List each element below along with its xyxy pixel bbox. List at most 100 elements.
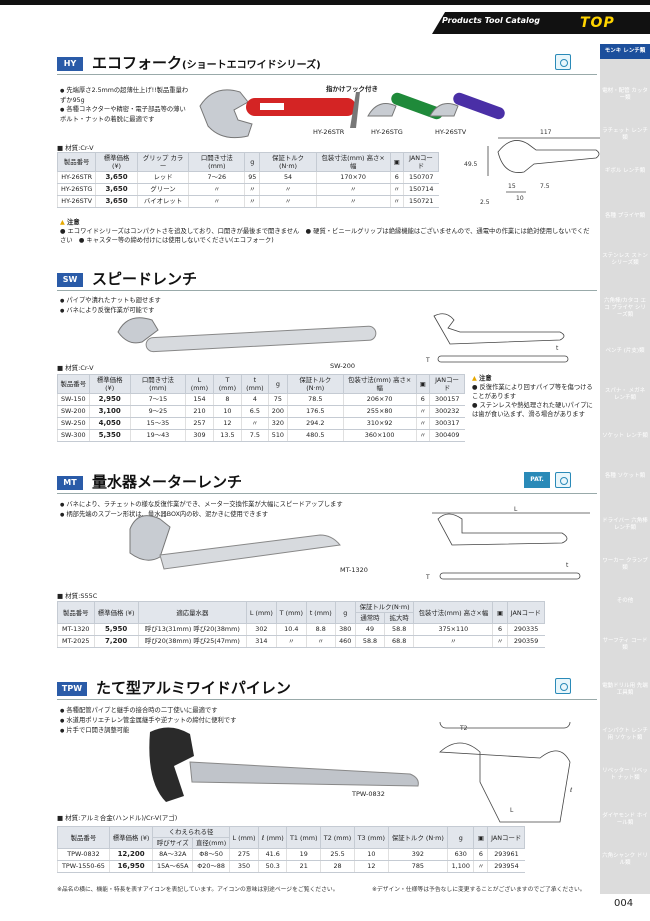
cell: 380 <box>334 623 356 636</box>
col-header: 包装寸法(mm) 高さ×幅 <box>315 152 391 172</box>
cell: 6 <box>473 848 488 861</box>
sidebar-index: モンキ レンチ類電材・配管 カッター類ラチェット レンチ類ギボル レンチ類各種 … <box>600 44 650 894</box>
bullet-item: 柄部先端のスプーン形状は、量水器BOX内の砂、泥かきに使用できます <box>60 510 480 520</box>
cell: 58.8 <box>354 635 385 648</box>
cell: 〃 <box>415 429 430 442</box>
sidebar-item[interactable]: 電動ドリル用 先端工具類 <box>602 683 648 696</box>
cell: 28 <box>320 860 355 873</box>
mt-product-image: L T t <box>129 506 590 581</box>
sidebar-item[interactable]: モンキ レンチ類 <box>600 44 650 59</box>
section-rule <box>57 493 597 494</box>
material-mt: 材質:S55C <box>57 590 97 600</box>
sidebar-item[interactable]: ステンレス ストン シリーズ類 <box>602 253 648 266</box>
sidebar-item[interactable]: ワーカー クランプ類 <box>602 558 648 571</box>
section-title-sw: スピードレンチ <box>92 270 198 288</box>
sidebar-item[interactable]: 六角棒/カタコ エコ プライヤ シリーズ類 <box>603 298 647 318</box>
warning-icon: ▲ <box>60 219 65 226</box>
sidebar-item[interactable]: スパナ・ メガネ レンチ類 <box>604 388 646 401</box>
caution-item: ● 反復作業により回すパイプ等を傷つけることがあります <box>472 384 593 400</box>
cell: 154 <box>185 393 214 406</box>
col-header: T2 (mm) <box>320 826 355 849</box>
cell: 41.6 <box>258 848 287 861</box>
table-header-row: 製品番号 標準価格 (¥) グリップ カラー 口開き寸法 (mm) g 保証トル… <box>56 152 440 172</box>
sidebar-item[interactable]: リベッター リベット ナット類 <box>602 768 648 781</box>
cell: 275 <box>228 848 259 861</box>
cell: 630 <box>447 848 474 861</box>
cell: 309 <box>185 429 214 442</box>
caution-title-text: 注意 <box>67 219 80 226</box>
col-header: グリップ カラー <box>136 152 190 172</box>
sidebar-item[interactable]: ギボル レンチ類 <box>604 168 646 174</box>
footer-note-left: ※品名の横に、機能・特長を表すアイコンを表記しています。アイコンの意味は別途ペー… <box>57 887 339 893</box>
spec-table-hy: 製品番号 標準価格 (¥) グリップ カラー 口開き寸法 (mm) g 保証トル… <box>56 152 440 208</box>
col-header: g <box>267 374 288 394</box>
cell: Φ8〜50 <box>192 848 230 861</box>
cell: 300157 <box>429 393 465 406</box>
catalog-title: Products Tool Catalog <box>442 16 540 25</box>
cell: 294.2 <box>286 417 344 430</box>
cell: 68.8 <box>384 635 414 648</box>
sidebar-item[interactable]: 各種 プライヤ類 <box>604 213 646 219</box>
sidebar-item[interactable]: その他 <box>616 598 634 604</box>
table-header-row: 製品番号 標準価格 (¥) くわえられる径 L (mm) ℓ (mm) T1 (… <box>57 826 525 849</box>
table-subheader-row: 呼びサイズ 直径(mm) <box>58 837 525 849</box>
col-header: 標準価格 (¥) <box>88 374 131 394</box>
cell: 〃 <box>244 183 260 196</box>
cell: グリーン <box>136 183 189 196</box>
wrench-head <box>117 317 159 344</box>
mt-dimension-drawing <box>432 512 590 580</box>
caution-item: ● ステンレスや熱処理された硬いパイプには歯が食い込まず、滑る場合があります <box>472 402 593 418</box>
cell: 9〜25 <box>129 405 186 418</box>
sidebar-item[interactable]: ラチェット レンチ類 <box>602 128 648 141</box>
wrench-grip-green <box>391 92 443 120</box>
col-header: 保証トルク (N·m) <box>259 152 317 172</box>
section-badge-sw: SW <box>57 273 83 287</box>
sidebar-item[interactable]: ダイヤモンド ホイール類 <box>602 813 648 826</box>
cell: 78.5 <box>286 393 344 406</box>
cell-price: 3,650 <box>95 195 138 208</box>
cell: 8.8 <box>305 623 336 636</box>
cell: 255×80 <box>342 405 417 418</box>
cell: 6 <box>415 393 430 406</box>
sidebar-item[interactable]: 各種 ソケット類 <box>604 473 646 479</box>
cell: 58.8 <box>384 623 414 636</box>
cell: 150714 <box>402 183 439 196</box>
sidebar-item[interactable]: サーフティ コード類 <box>602 638 648 651</box>
cell: 10 <box>212 405 242 418</box>
wrench-jaw <box>367 103 397 117</box>
col-header: 包装寸法(mm) 高さ×幅 <box>413 601 494 624</box>
cell: 510 <box>267 429 288 442</box>
sidebar-item[interactable]: インパクト レンチ用 ソケット類 <box>602 728 648 741</box>
col-header: g <box>244 152 261 172</box>
cell: 4 <box>240 393 269 406</box>
hy-product-image: 117 49.5 15 10 7.5 2.5 <box>199 89 600 206</box>
cell: 〃 <box>275 635 307 648</box>
cell: 〃 <box>473 860 488 873</box>
cell: 6 <box>389 171 404 184</box>
sidebar-item[interactable]: ドライバー 六角棒 レンチ類 <box>602 518 648 531</box>
sidebar-item[interactable]: 六角シャンク ドリル類 <box>602 853 648 866</box>
cell: 15A〜65A <box>152 860 193 873</box>
col-group-header: 保証トルク(N·m) <box>354 601 415 613</box>
table-header-row: 製品番号 標準価格 (¥) 適応量水器 L (mm) T (mm) t (mm)… <box>57 601 546 624</box>
sidebar-item[interactable]: ソケット レンチ類 <box>602 433 648 439</box>
cell: 19〜43 <box>129 429 186 442</box>
box-icon-header: ▣ <box>389 152 404 172</box>
cell-price: 5,950 <box>93 623 139 636</box>
section-rule <box>57 699 597 700</box>
material-sw: 材質:Cr-V <box>57 362 93 372</box>
col-header: 通常時 <box>354 612 386 624</box>
cell: 15〜35 <box>129 417 186 430</box>
section-badge-tpw: TPW <box>57 682 87 696</box>
caution-text: 反復作業により回すパイプ等を傷つけることがあります <box>472 384 593 400</box>
sidebar-item[interactable]: 電材・配管 カッター類 <box>602 88 648 101</box>
sidebar-item[interactable]: ペンチ (片支)類 <box>605 348 645 354</box>
dim-T: T <box>425 574 430 581</box>
caption-mt-1320: MT-1320 <box>340 566 368 574</box>
tpw-dimension-drawing <box>439 722 571 823</box>
dim-T2: T2 <box>459 725 468 732</box>
